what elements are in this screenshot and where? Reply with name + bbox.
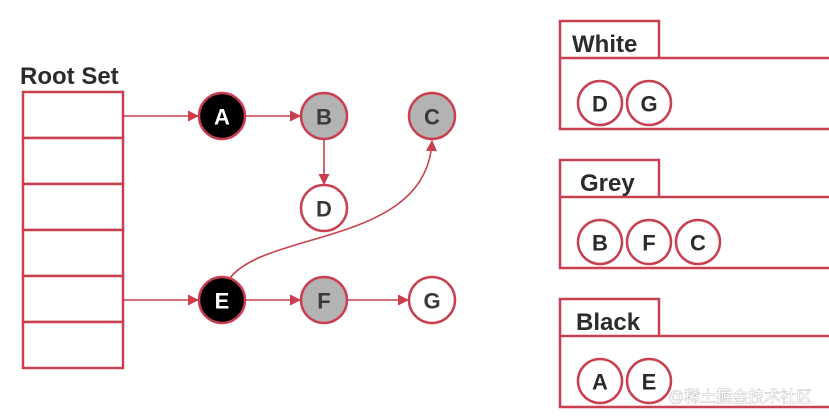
root-slot-4 — [21, 274, 125, 324]
node-circle — [407, 275, 457, 325]
node-b: B — [299, 91, 349, 141]
member-circle — [625, 79, 673, 127]
set-member-c: C — [674, 218, 722, 266]
black-set-frame — [558, 297, 829, 409]
set-member-e: E — [625, 357, 673, 405]
node-e: E — [197, 275, 247, 325]
node-label: E — [215, 289, 230, 314]
member-circle — [576, 79, 624, 127]
member-circle — [625, 357, 673, 405]
member-label: B — [592, 231, 608, 256]
root-slot-1 — [21, 136, 125, 186]
object-graph-nodes: A B C D E F G — [197, 91, 457, 325]
member-circle — [576, 218, 624, 266]
white-set-title: White — [572, 31, 637, 58]
member-circle — [576, 357, 624, 405]
member-label: E — [642, 370, 657, 395]
root-slot-2 — [21, 182, 125, 232]
node-circle — [299, 275, 349, 325]
node-label: D — [316, 197, 332, 222]
root-set-slots — [21, 90, 125, 370]
node-g: G — [407, 275, 457, 325]
member-circle — [625, 218, 673, 266]
member-label: D — [592, 92, 608, 117]
node-d: D — [299, 183, 349, 233]
set-member-b: B — [576, 218, 624, 266]
node-circle — [299, 91, 349, 141]
member-circle — [674, 218, 722, 266]
grey-set-title: Grey — [580, 170, 635, 197]
grey-set: Grey B F C — [558, 158, 829, 270]
edge-E-to-C — [229, 139, 438, 279]
member-label: F — [642, 231, 655, 256]
member-label: A — [592, 370, 608, 395]
grey-set-frame — [558, 158, 829, 270]
white-set-frame — [558, 19, 829, 131]
node-label: C — [424, 105, 440, 130]
node-label: B — [316, 105, 332, 130]
member-label: C — [690, 231, 706, 256]
set-member-f: F — [625, 218, 673, 266]
node-circle — [197, 275, 247, 325]
node-label: G — [423, 289, 440, 314]
set-member-a: A — [576, 357, 624, 405]
member-label: G — [640, 92, 657, 117]
watermark: @稀土掘金技术社区 — [668, 388, 812, 406]
set-member-d: D — [576, 79, 624, 127]
root-slot-3 — [21, 228, 125, 278]
set-member-g: G — [625, 79, 673, 127]
edges — [123, 110, 438, 306]
node-c: C — [407, 91, 457, 141]
root-slot-0 — [21, 90, 125, 140]
node-label: A — [214, 105, 230, 130]
node-a: A — [197, 91, 247, 141]
node-circle — [407, 91, 457, 141]
root-slot-5 — [21, 320, 125, 370]
node-circle — [197, 91, 247, 141]
root-set: Root Set — [20, 63, 125, 370]
black-set-title: Black — [576, 309, 641, 336]
node-circle — [299, 183, 349, 233]
node-label: F — [317, 289, 330, 314]
root-set-label: Root Set — [20, 63, 119, 90]
node-f: F — [299, 275, 349, 325]
